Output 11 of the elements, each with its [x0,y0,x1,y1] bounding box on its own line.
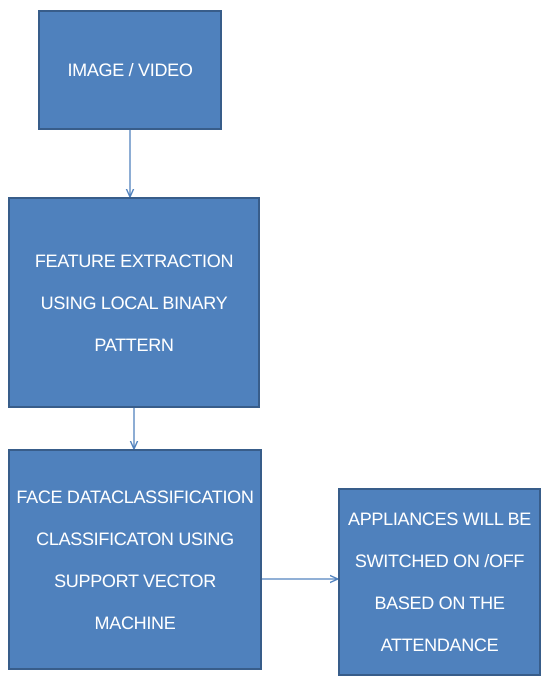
process-box [38,10,222,130]
box-text: IMAGE / VIDEO [67,59,193,82]
box-text: FEATURE EXTRACTION USING LOCAL BINARY PATTERN [34,250,234,356]
box-text: APPLIANCES WILL BE SWITCHED ON /OFF BASED ON THE ATTENDANCE [346,508,532,657]
arrow [262,574,339,584]
arrow [126,130,134,198]
box-text: FACE DATACLASSIFICATION CLASSIFICATON USING SUPPORT VECTOR MACHINE [16,486,254,634]
process-box [8,197,260,408]
arrow [130,408,138,450]
process-box [338,488,541,676]
process-box [8,449,262,670]
